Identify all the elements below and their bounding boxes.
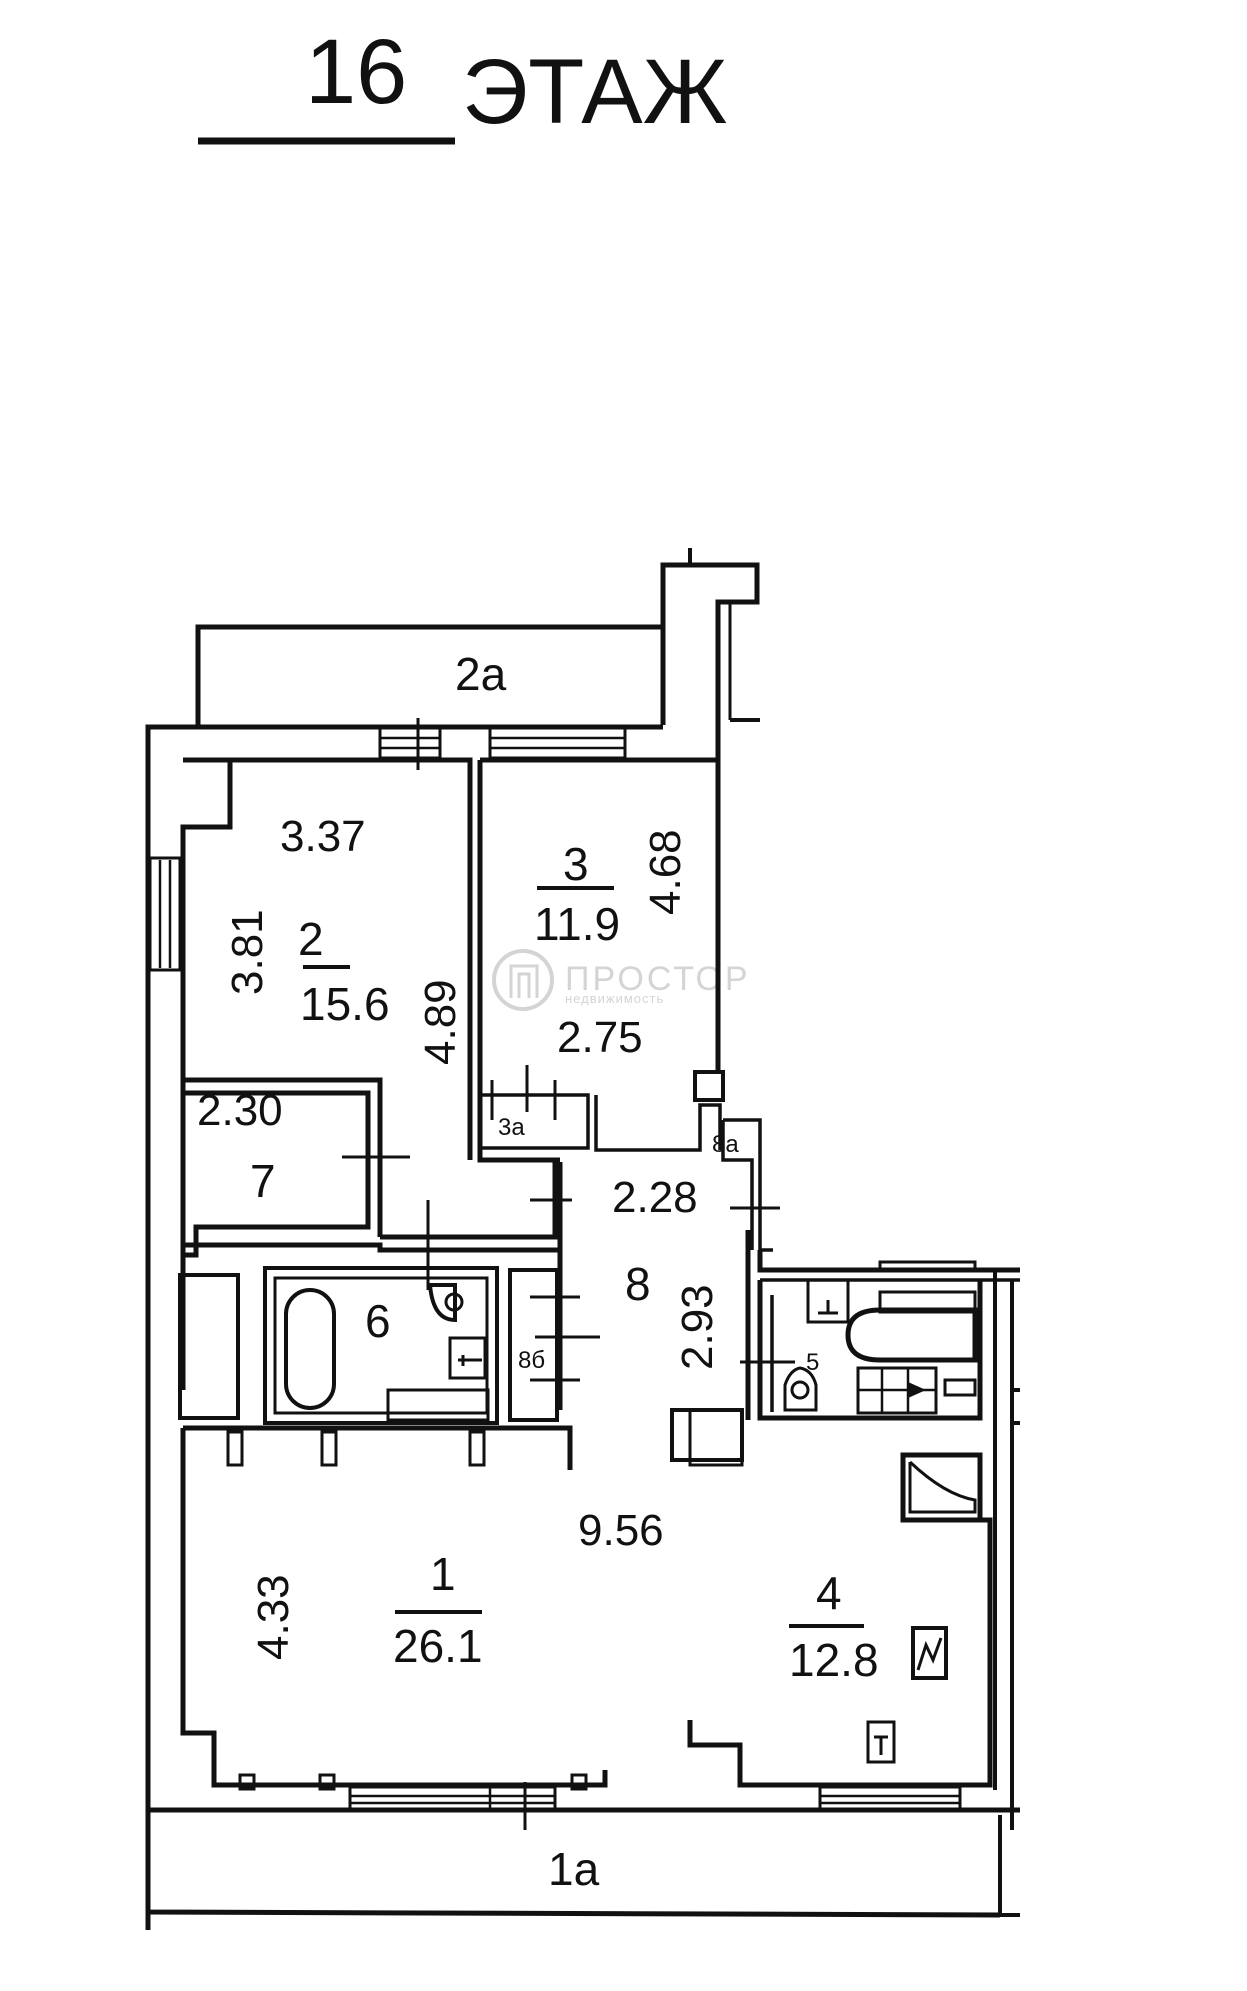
closet-3a: 3a — [480, 1065, 722, 1152]
closet-8a-label: 8a — [712, 1131, 739, 1158]
outer-walls — [145, 718, 721, 1930]
room-6: 6 — [178, 1266, 499, 1425]
room-1-area: 26.1 — [393, 1620, 483, 1672]
dim-room3-height: 4.68 — [641, 829, 690, 915]
bathtub-icon — [845, 1307, 978, 1363]
floor-word: ЭТАЖ — [462, 41, 728, 143]
dim-room2-right: 4.89 — [416, 979, 465, 1065]
room-2-number: 2 — [298, 913, 324, 965]
riser-icon — [856, 1366, 938, 1415]
sink-icon — [448, 1336, 487, 1380]
dim-hall-width: 2.28 — [612, 1173, 698, 1222]
watermark: ПРОСТОР недвижимость — [492, 949, 748, 1011]
room-6-number: 6 — [365, 1295, 391, 1347]
column-8a: 8a — [693, 1070, 780, 1252]
room-4-area: 12.8 — [789, 1634, 879, 1686]
room-4-number: 4 — [816, 1567, 842, 1619]
room-5: 5 — [740, 1250, 1020, 1830]
toilet-icon — [783, 1366, 818, 1412]
closet-8b-label: 8б — [518, 1347, 545, 1374]
closet-3a-label: 3a — [498, 1114, 525, 1141]
room-7-number: 7 — [250, 1155, 276, 1207]
balcony-2a-label: 2a — [455, 648, 507, 700]
sink-icon — [806, 1278, 850, 1324]
room-8-number: 8 — [625, 1258, 651, 1310]
stove-icon — [866, 1720, 896, 1764]
room-7: 2.30 7 — [183, 1077, 410, 1258]
room-1-number: 1 — [430, 1548, 456, 1600]
dim-room3-width: 2.75 — [557, 1013, 643, 1062]
room-2: 3.37 3.81 2 15.6 4.89 — [223, 812, 465, 1065]
room-3-number: 3 — [563, 838, 589, 890]
floor-header: 16 ЭТАЖ — [198, 21, 728, 145]
dim-room2-left: 3.81 — [223, 909, 272, 995]
room-2-area: 15.6 — [300, 978, 390, 1030]
dim-hall-height: 2.93 — [673, 1284, 722, 1370]
dim-room2-width: 3.37 — [280, 812, 366, 861]
closet-8b: 8б — [508, 1268, 600, 1422]
dim-room7-width: 2.30 — [197, 1086, 283, 1135]
room-1: 9.56 4.33 1 26.1 — [180, 1425, 664, 1788]
floor-number: 16 — [305, 21, 407, 123]
room-3: 3 11.9 4.68 2.75 — [534, 829, 690, 1062]
balcony-1a-label: 1a — [548, 1843, 600, 1895]
room-5-number: 5 — [806, 1349, 819, 1376]
room-3-area: 11.9 — [534, 898, 620, 950]
balcony-2a: 2a — [195, 624, 666, 725]
watermark-logo-glyph — [509, 964, 539, 998]
watermark-subtitle: недвижимость — [565, 991, 664, 1006]
bathtub-icon — [284, 1288, 336, 1410]
dim-room1-height: 4.33 — [249, 1574, 298, 1660]
shaft-structure — [660, 548, 760, 760]
room-4: 4 12.8 — [687, 1452, 993, 1788]
toilet-icon — [427, 1283, 457, 1323]
room-8: 2.28 8 2.93 — [612, 1173, 751, 1467]
bottom-wall — [148, 1773, 1020, 1830]
ventilation-icon — [911, 1626, 948, 1680]
dim-room1-width: 9.56 — [578, 1506, 664, 1555]
watermark-logo-icon — [492, 949, 554, 1011]
balcony-1a: 1a — [145, 1810, 1020, 1918]
